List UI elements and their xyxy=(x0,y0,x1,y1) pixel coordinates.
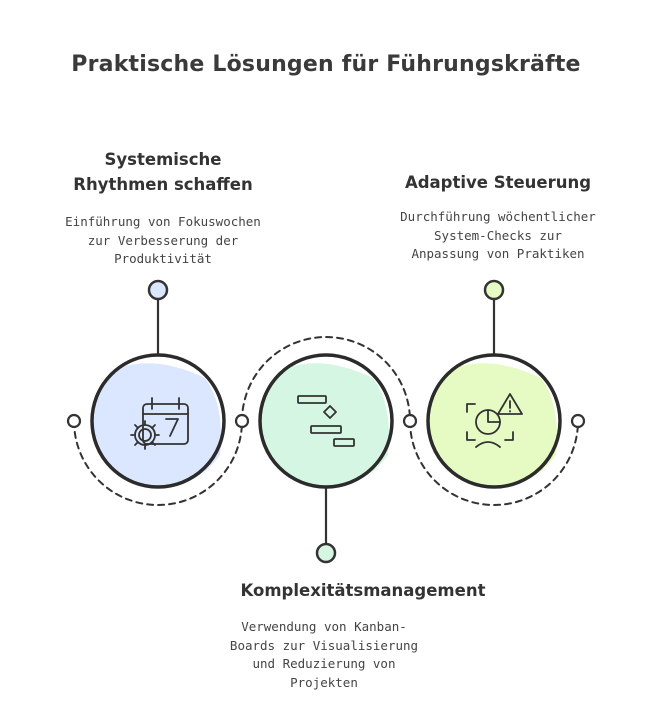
gantt-chart-icon xyxy=(297,395,355,447)
stem-node-right xyxy=(483,279,505,301)
item-komplexitaetsmanagement: Komplexitätsmanagement Verwendung von Ka… xyxy=(200,578,526,692)
description-line: Anpassung von Praktiken xyxy=(411,246,585,261)
heading-line: Komplexitätsmanagement xyxy=(240,581,486,600)
connector-node xyxy=(570,413,586,429)
description-line: zur Verbesserung der xyxy=(87,232,239,248)
connector-node xyxy=(402,413,418,429)
circle-fill-right xyxy=(429,363,557,487)
connector-arc-middle xyxy=(241,336,411,422)
chart-warning-icon xyxy=(466,393,523,448)
connector-node xyxy=(234,413,250,429)
diagram-title: Praktische Lösungen für Führungskräfte xyxy=(71,52,581,77)
item-heading: Komplexitätsmanagement xyxy=(200,578,526,603)
heading-line: Systemische xyxy=(104,150,222,169)
item-heading: Systemische Rhythmen schaffen xyxy=(48,147,278,197)
heading-line: Adaptive Steuerung xyxy=(404,173,592,192)
item-systemische-rhythmen: Systemische Rhythmen schaffen Einführung… xyxy=(48,147,278,269)
circle-adaptive-steuerung xyxy=(426,353,562,489)
description-line: Projekten xyxy=(290,674,358,690)
item-description: Verwendung von Kanban- Boards zur Visual… xyxy=(204,618,444,692)
description-line: Verwendung von Kanban- xyxy=(241,619,407,634)
description-line: und Reduzierung von xyxy=(252,656,396,671)
circle-komplexitaetsmanagement xyxy=(258,353,394,489)
connector-node xyxy=(66,413,82,429)
circle-fill-left xyxy=(93,363,221,487)
description-line: System-Checks zur xyxy=(434,227,562,243)
item-description: Durchführung wöchentlicher System-Checks… xyxy=(378,208,618,264)
description-line: Produktivität xyxy=(114,251,212,266)
description-line: Einführung von Fokuswochen xyxy=(65,214,261,229)
stem-node-left xyxy=(147,279,169,301)
circle-systemische-rhythmen xyxy=(90,353,226,489)
description-line: Durchführung wöchentlicher xyxy=(400,209,596,224)
item-heading: Adaptive Steuerung xyxy=(378,170,618,195)
connector-arc-left xyxy=(73,420,243,506)
stem-node-middle xyxy=(315,542,337,564)
description-line: Boards zur Visualisierung xyxy=(229,637,419,653)
circle-fill-middle xyxy=(261,363,389,487)
item-adaptive-steuerung: Adaptive Steuerung Durchführung wöchentl… xyxy=(378,170,618,264)
connector-arc-right xyxy=(409,420,579,506)
heading-line: Rhythmen schaffen xyxy=(73,175,253,194)
item-description: Einführung von Fokuswochen zur Verbesser… xyxy=(48,213,278,269)
calendar-gear-icon xyxy=(130,397,189,450)
